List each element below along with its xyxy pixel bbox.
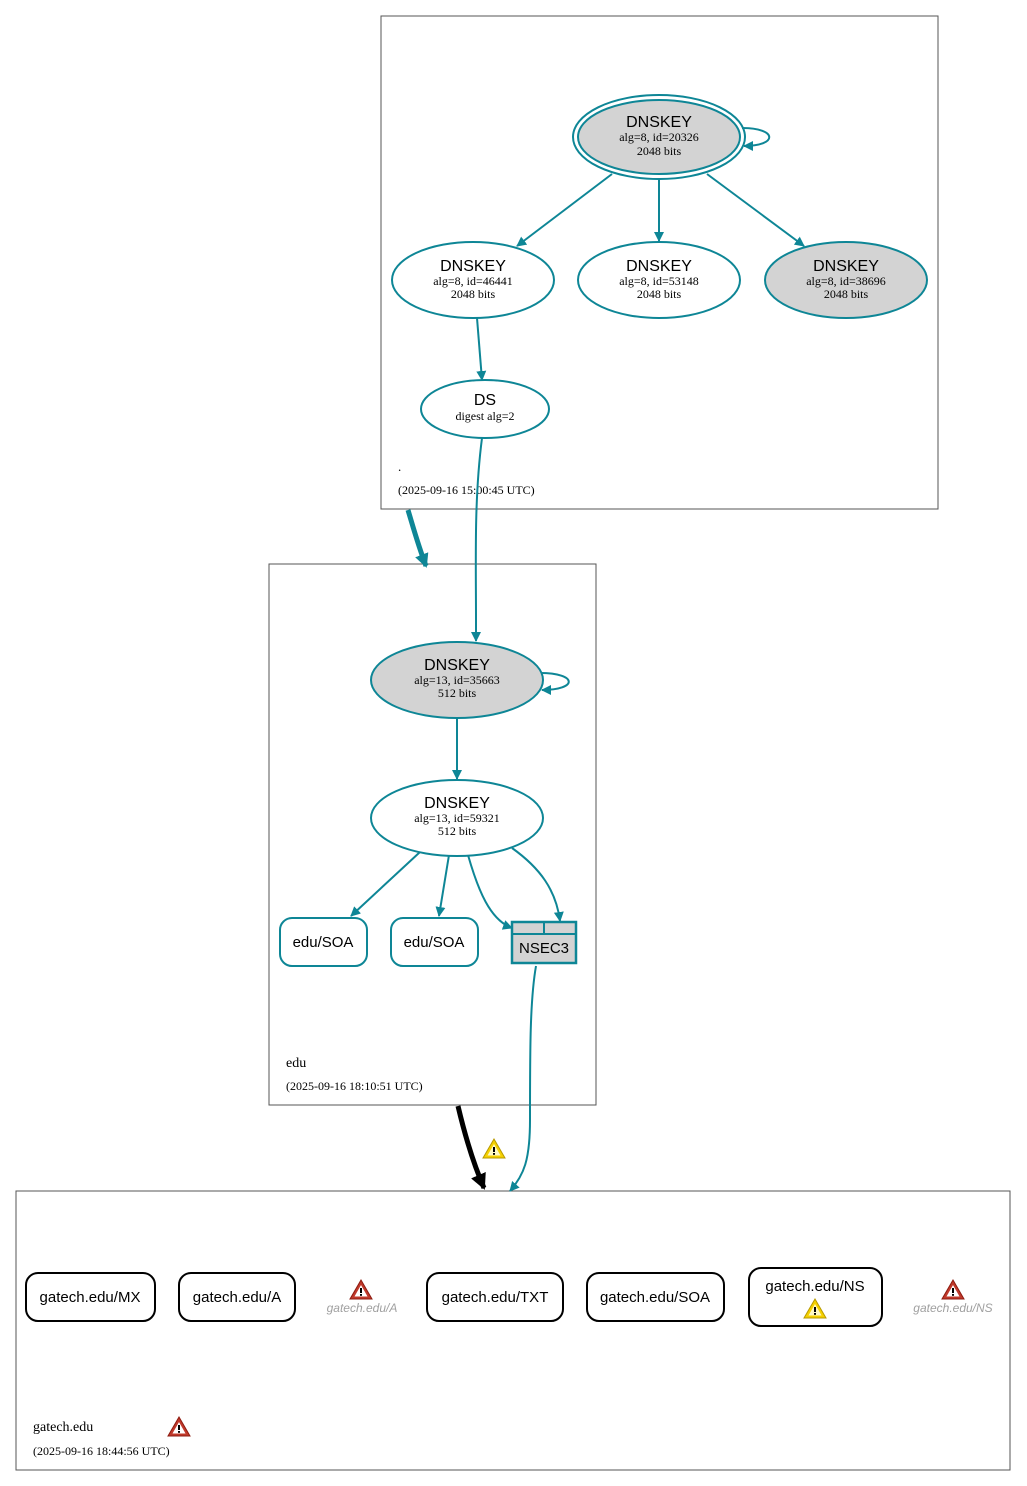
edu-ksk-node[interactable]: DNSKEY alg=13, id=35663 512 bits <box>370 641 544 719</box>
root-ksk-line2: 2048 bits <box>637 144 682 158</box>
gatech-a-error-icon <box>349 1279 373 1300</box>
gatech-ns-node[interactable]: gatech.edu/NS <box>748 1267 883 1327</box>
gatech-soa-node[interactable]: gatech.edu/SOA <box>586 1272 725 1322</box>
gatech-mx-label: gatech.edu/MX <box>40 1289 141 1306</box>
root-zsk2-line2: 2048 bits <box>637 287 682 301</box>
root-ds-node[interactable]: DS digest alg=2 <box>420 379 550 439</box>
root-zsk3-node[interactable]: DNSKEY alg=8, id=38696 2048 bits <box>764 241 928 319</box>
zone-gatech-box <box>15 1190 1011 1471</box>
zone-edu-timestamp: (2025-09-16 18:10:51 UTC) <box>286 1079 423 1093</box>
edge-root-ksk-self <box>741 127 771 151</box>
root-ksk-node[interactable]: DNSKEY alg=8, id=20326 2048 bits <box>572 94 746 180</box>
edge-root-zsk1-ds <box>476 317 487 381</box>
root-zsk1-node[interactable]: DNSKEY alg=8, id=46441 2048 bits <box>391 241 555 319</box>
gatech-txt-node[interactable]: gatech.edu/TXT <box>426 1272 564 1322</box>
edu-zsk-line2: 512 bits <box>438 824 477 838</box>
gatech-a-label: gatech.edu/A <box>193 1289 281 1306</box>
gatech-mx-node[interactable]: gatech.edu/MX <box>25 1272 156 1322</box>
gatech-ns-label: gatech.edu/NS <box>765 1278 864 1295</box>
gatech-a-node[interactable]: gatech.edu/A <box>178 1272 296 1322</box>
root-zsk2-line1: alg=8, id=53148 <box>619 274 699 288</box>
root-ksk-title: DNSKEY <box>626 114 692 131</box>
zone-root-name: . <box>398 459 401 474</box>
edu-zsk-line1: alg=13, id=59321 <box>414 811 500 825</box>
edge-delegation-root-edu <box>405 509 429 568</box>
zone-gatech-timestamp: (2025-09-16 18:44:56 UTC) <box>33 1444 170 1458</box>
root-zsk1-line1: alg=8, id=46441 <box>433 274 513 288</box>
edge-edu-zsk-soa2 <box>435 854 450 917</box>
gatech-soa-label: gatech.edu/SOA <box>600 1289 710 1306</box>
edu-nsec3-label: NSEC3 <box>519 940 569 957</box>
root-ds-title: DS <box>474 392 496 409</box>
gatech-a-error-node[interactable]: gatech.edu/A <box>327 1279 398 1315</box>
edu-soa2-node[interactable]: edu/SOA <box>390 917 479 967</box>
edu-zsk-title: DNSKEY <box>424 795 490 812</box>
edge-root-ksk-zsk3 <box>706 173 805 247</box>
root-zsk3-line1: alg=8, id=38696 <box>806 274 886 288</box>
root-ksk-line1: alg=8, id=20326 <box>619 130 699 144</box>
root-ds-line1: digest alg=2 <box>455 409 514 423</box>
gatech-a-error-label: gatech.edu/A <box>327 1301 398 1315</box>
root-zsk3-line2: 2048 bits <box>824 287 869 301</box>
root-zsk2-title: DNSKEY <box>626 258 692 275</box>
zone-edu-name: edu <box>286 1056 306 1071</box>
edu-soa1-node[interactable]: edu/SOA <box>279 917 368 967</box>
edge-edu-zsk-nsec3-b <box>511 847 564 922</box>
edge-ds-edu-ksk <box>471 437 483 642</box>
edu-nsec3-node[interactable]: NSEC3 <box>510 920 578 965</box>
root-zsk3-title: DNSKEY <box>813 258 879 275</box>
root-zsk1-line2: 2048 bits <box>451 287 496 301</box>
edu-ksk-title: DNSKEY <box>424 657 490 674</box>
edge-delegation-edu-gatech <box>455 1105 487 1190</box>
zone-gatech-name: gatech.edu <box>33 1420 93 1435</box>
zone-root-box <box>380 15 939 510</box>
edu-ksk-line2: 512 bits <box>438 686 477 700</box>
zone-edu-box <box>268 563 597 1106</box>
edge-root-ksk-zsk1 <box>516 173 613 247</box>
edu-zsk-node[interactable]: DNSKEY alg=13, id=59321 512 bits <box>370 779 544 857</box>
gatech-zone-error-icon <box>167 1416 191 1437</box>
gatech-ns-error-icon <box>941 1279 965 1300</box>
root-zsk2-node[interactable]: DNSKEY alg=8, id=53148 2048 bits <box>577 241 741 319</box>
edge-edu-ksk-self <box>539 672 570 695</box>
gatech-ns-error-node[interactable]: gatech.edu/NS <box>913 1279 993 1315</box>
edge-edu-zsk-soa1 <box>350 851 421 917</box>
edu-ksk-line1: alg=13, id=35663 <box>414 673 500 687</box>
zone-root-timestamp: (2025-09-16 15:00:45 UTC) <box>398 483 535 497</box>
root-zsk1-title: DNSKEY <box>440 258 506 275</box>
edu-soa1-label: edu/SOA <box>293 934 354 951</box>
delegation-warning-icon <box>482 1138 506 1159</box>
edge-nsec3-gatech <box>509 965 537 1192</box>
gatech-txt-label: gatech.edu/TXT <box>442 1289 549 1306</box>
edu-soa2-label: edu/SOA <box>404 934 465 951</box>
gatech-ns-error-label: gatech.edu/NS <box>913 1301 992 1315</box>
edge-edu-zsk-nsec3-a <box>467 854 513 930</box>
